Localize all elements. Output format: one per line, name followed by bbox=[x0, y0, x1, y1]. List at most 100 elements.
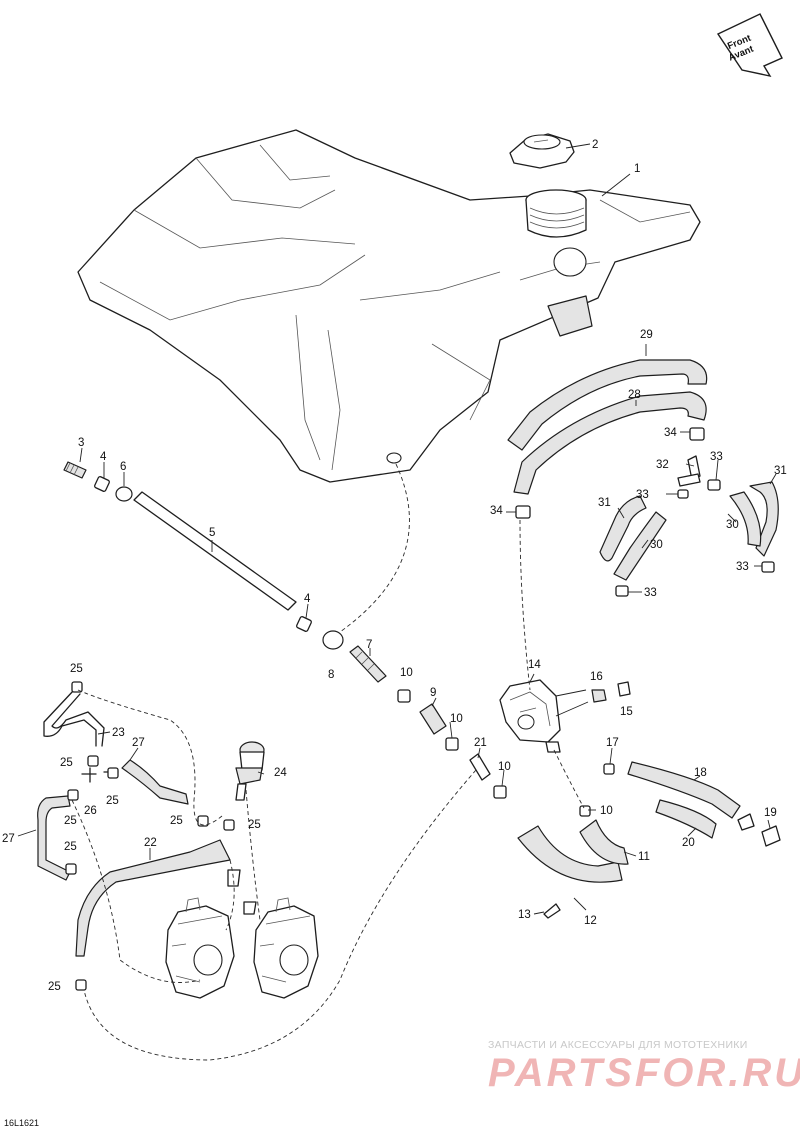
primer-24 bbox=[235, 741, 265, 801]
callout-25-g: 25 bbox=[248, 819, 261, 831]
callout-11: 11 bbox=[638, 851, 650, 863]
connector-21 bbox=[469, 753, 491, 781]
callout-7: 7 bbox=[366, 639, 372, 651]
fuel-hose-5 bbox=[133, 491, 297, 611]
clamp-25-d bbox=[107, 767, 119, 779]
clamp-25-a bbox=[71, 681, 83, 693]
fuel-tank bbox=[77, 129, 701, 483]
clamp-25-c bbox=[67, 789, 79, 801]
callout-34-b: 34 bbox=[490, 505, 503, 517]
callout-13: 13 bbox=[518, 909, 531, 921]
callout-4-lower: 4 bbox=[304, 593, 311, 605]
clamp-25-h bbox=[75, 979, 87, 991]
callout-30-right: 30 bbox=[726, 519, 739, 531]
hose-27-upper bbox=[121, 759, 189, 805]
callout-8: 8 bbox=[328, 669, 334, 681]
callout-17: 17 bbox=[606, 737, 619, 749]
carb-hose-set bbox=[37, 681, 235, 991]
callout-27: 27 bbox=[2, 833, 15, 845]
clamp-19 bbox=[761, 825, 781, 847]
callout-33-c: 33 bbox=[736, 561, 749, 573]
callout-9: 9 bbox=[430, 687, 436, 699]
routing-lines bbox=[71, 463, 585, 1061]
clamp-34-b bbox=[515, 505, 531, 519]
callout-31-left: 31 bbox=[598, 497, 611, 509]
leader-lines bbox=[17, 143, 777, 915]
callout-2: 2 bbox=[592, 139, 598, 151]
clamp-33-c bbox=[761, 561, 775, 573]
callout-25-d: 25 bbox=[64, 815, 77, 827]
hose-30-left bbox=[613, 511, 667, 581]
callout-14: 14 bbox=[528, 659, 541, 671]
callout-20: 20 bbox=[682, 837, 695, 849]
callout-27-upper: 27 bbox=[132, 737, 145, 749]
callout-1: 1 bbox=[634, 163, 640, 175]
clamp-17 bbox=[603, 763, 615, 775]
hose-27 bbox=[37, 795, 71, 881]
filler-cap bbox=[509, 133, 575, 169]
callout-23: 23 bbox=[112, 727, 125, 739]
callout-3: 3 bbox=[78, 437, 84, 449]
fuel-pump bbox=[499, 679, 631, 753]
clamp-25-b bbox=[87, 755, 99, 767]
hose-31-right bbox=[749, 481, 779, 557]
callout-10-a: 10 bbox=[400, 667, 413, 679]
clamp-25-f bbox=[197, 815, 209, 827]
hose-9 bbox=[419, 703, 447, 735]
clamp-25-e bbox=[65, 863, 77, 875]
vent-hose-set bbox=[507, 359, 779, 597]
callout-19: 19 bbox=[764, 807, 777, 819]
hose-22 bbox=[75, 839, 231, 957]
hose-20 bbox=[655, 799, 717, 839]
clamp-10-c bbox=[493, 785, 507, 799]
callout-33-b: 33 bbox=[636, 489, 649, 501]
callout-34-a: 34 bbox=[664, 427, 677, 439]
callout-18: 18 bbox=[694, 767, 707, 779]
tie-13 bbox=[543, 903, 561, 919]
front-direction-tag: Front Avant bbox=[716, 13, 783, 78]
hose-18 bbox=[627, 761, 741, 819]
hose-11 bbox=[579, 819, 629, 865]
watermark-tagline: ЗАПЧАСТИ И АКСЕССУАРЫ ДЛЯ МОТОТЕХНИКИ bbox=[488, 1039, 748, 1051]
clamp-10-b bbox=[445, 737, 459, 751]
callout-29: 29 bbox=[640, 329, 653, 341]
callout-25-c: 25 bbox=[106, 795, 119, 807]
clamp-33-a bbox=[707, 479, 721, 491]
hose-30-right bbox=[729, 491, 762, 547]
callout-6: 6 bbox=[120, 461, 126, 473]
callout-5: 5 bbox=[209, 527, 215, 539]
hose-31-left bbox=[599, 495, 647, 562]
callout-12: 12 bbox=[584, 915, 597, 927]
callout-25-h: 25 bbox=[48, 981, 61, 993]
valve-7 bbox=[349, 645, 387, 683]
screw-16 bbox=[591, 689, 607, 703]
callout-10-d: 10 bbox=[600, 805, 613, 817]
callout-33-a: 33 bbox=[710, 451, 723, 463]
callout-22: 22 bbox=[144, 837, 157, 849]
fitting-3 bbox=[63, 461, 87, 479]
watermark: ЗАПЧАСТИ И АКСЕССУАРЫ ДЛЯ МОТОТЕХНИКИ PA… bbox=[488, 1039, 800, 1095]
fuel-line-assembly bbox=[63, 461, 387, 683]
callout-21: 21 bbox=[474, 737, 487, 749]
clamp-25-g bbox=[223, 819, 235, 831]
hose-12 bbox=[517, 825, 623, 883]
carburetors bbox=[165, 869, 319, 999]
watermark-brand: PARTSFOR.RU bbox=[488, 1051, 800, 1095]
clamp-4-lower bbox=[296, 616, 312, 632]
callout-26: 26 bbox=[84, 805, 97, 817]
clamp-4-upper bbox=[94, 476, 110, 492]
callout-25-e: 25 bbox=[64, 841, 77, 853]
hose-29 bbox=[507, 359, 708, 451]
callout-25-b: 25 bbox=[60, 757, 73, 769]
right-hose-set bbox=[603, 761, 781, 847]
grommet-6 bbox=[115, 486, 133, 502]
clamp-34-a bbox=[689, 427, 705, 441]
clamp-10-a bbox=[397, 689, 411, 703]
callout-31-right: 31 bbox=[774, 465, 787, 477]
callout-15: 15 bbox=[620, 706, 633, 718]
hose-28 bbox=[513, 391, 707, 495]
callout-25-f: 25 bbox=[170, 815, 183, 827]
callout-30-left: 30 bbox=[650, 539, 663, 551]
callout-24: 24 bbox=[274, 767, 287, 779]
